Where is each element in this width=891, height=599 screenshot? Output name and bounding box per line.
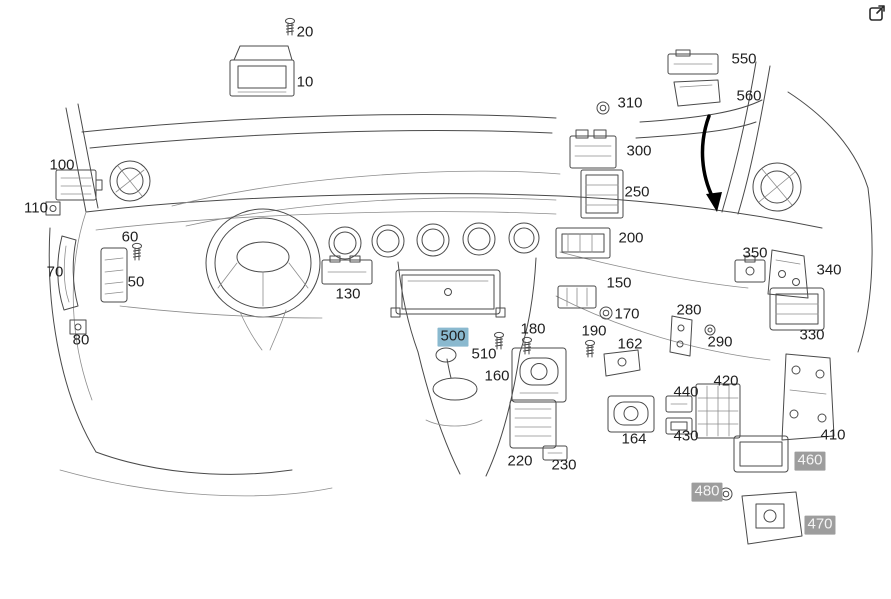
part-220-drawing <box>509 399 557 449</box>
part-label-300[interactable]: 300 <box>626 142 652 160</box>
part-label-310[interactable]: 310 <box>617 94 643 112</box>
part-label-460[interactable]: 460 <box>794 451 826 471</box>
external-link-icon[interactable] <box>868 4 886 22</box>
part-350-drawing <box>734 255 766 283</box>
part-label-200[interactable]: 200 <box>618 229 644 247</box>
part-440-drawing <box>665 395 693 413</box>
part-label-162[interactable]: 162 <box>617 335 643 353</box>
part-250-drawing <box>580 169 624 219</box>
part-110-drawing <box>45 201 61 216</box>
locator-arrow <box>700 114 722 212</box>
part-340-drawing <box>767 249 809 299</box>
part-label-180[interactable]: 180 <box>520 320 546 338</box>
part-330-drawing <box>769 287 825 331</box>
part-label-100[interactable]: 100 <box>49 156 75 174</box>
part-162-drawing <box>603 349 641 377</box>
part-label-60[interactable]: 60 <box>121 228 139 246</box>
part-130-drawing <box>321 255 373 285</box>
part-label-160[interactable]: 160 <box>484 367 510 385</box>
part-10-drawing <box>229 45 295 97</box>
part-label-340[interactable]: 340 <box>816 261 842 279</box>
part-label-170[interactable]: 170 <box>614 305 640 323</box>
part-470-drawing <box>741 491 803 545</box>
part-50-drawing <box>100 247 128 303</box>
part-label-110[interactable]: 110 <box>24 199 48 217</box>
part-420-drawing <box>695 383 741 439</box>
part-label-440[interactable]: 440 <box>673 383 699 401</box>
part-100-drawing <box>55 169 103 201</box>
part-230-drawing <box>542 445 568 461</box>
part-460-drawing <box>733 435 789 473</box>
part-80-drawing <box>69 319 87 335</box>
part-label-510[interactable]: 510 <box>471 345 497 363</box>
part-label-164[interactable]: 164 <box>621 430 647 448</box>
part-label-560[interactable]: 560 <box>736 87 762 105</box>
part-label-410[interactable]: 410 <box>820 426 846 444</box>
part-label-500[interactable]: 500 <box>437 327 469 347</box>
part-label-350[interactable]: 350 <box>742 244 768 262</box>
part-label-150[interactable]: 150 <box>606 274 632 292</box>
part-label-330[interactable]: 330 <box>799 326 825 344</box>
part-label-290[interactable]: 290 <box>707 333 733 351</box>
part-label-20[interactable]: 20 <box>296 23 314 41</box>
part-290-drawing <box>704 324 716 336</box>
dashboard-body <box>48 61 873 497</box>
part-550-drawing <box>667 49 719 75</box>
part-label-80[interactable]: 80 <box>72 331 90 349</box>
part-500-drawing <box>390 269 506 318</box>
part-label-10[interactable]: 10 <box>296 73 314 91</box>
part-label-220[interactable]: 220 <box>507 452 533 470</box>
part-430-drawing <box>665 417 693 435</box>
part-label-250[interactable]: 250 <box>624 183 650 201</box>
part-label-230[interactable]: 230 <box>551 456 577 474</box>
part-280-drawing <box>669 315 693 357</box>
part-410-drawing <box>781 353 835 441</box>
part-150-drawing <box>557 285 597 309</box>
part-label-550[interactable]: 550 <box>731 50 757 68</box>
part-label-50[interactable]: 50 <box>127 273 145 291</box>
part-label-190[interactable]: 190 <box>581 322 607 340</box>
part-160-drawing <box>511 347 567 403</box>
part-300-drawing <box>569 129 617 169</box>
part-label-470[interactable]: 470 <box>804 515 836 535</box>
part-label-420[interactable]: 420 <box>713 372 739 390</box>
part-label-70[interactable]: 70 <box>46 263 64 281</box>
part-560-drawing <box>673 79 721 107</box>
part-label-480[interactable]: 480 <box>691 482 723 502</box>
part-label-430[interactable]: 430 <box>673 427 699 445</box>
part-label-280[interactable]: 280 <box>676 301 702 319</box>
part-70-drawing <box>57 235 79 311</box>
part-164-drawing <box>607 395 655 433</box>
part-label-130[interactable]: 130 <box>335 285 361 303</box>
part-200-drawing <box>555 227 611 259</box>
